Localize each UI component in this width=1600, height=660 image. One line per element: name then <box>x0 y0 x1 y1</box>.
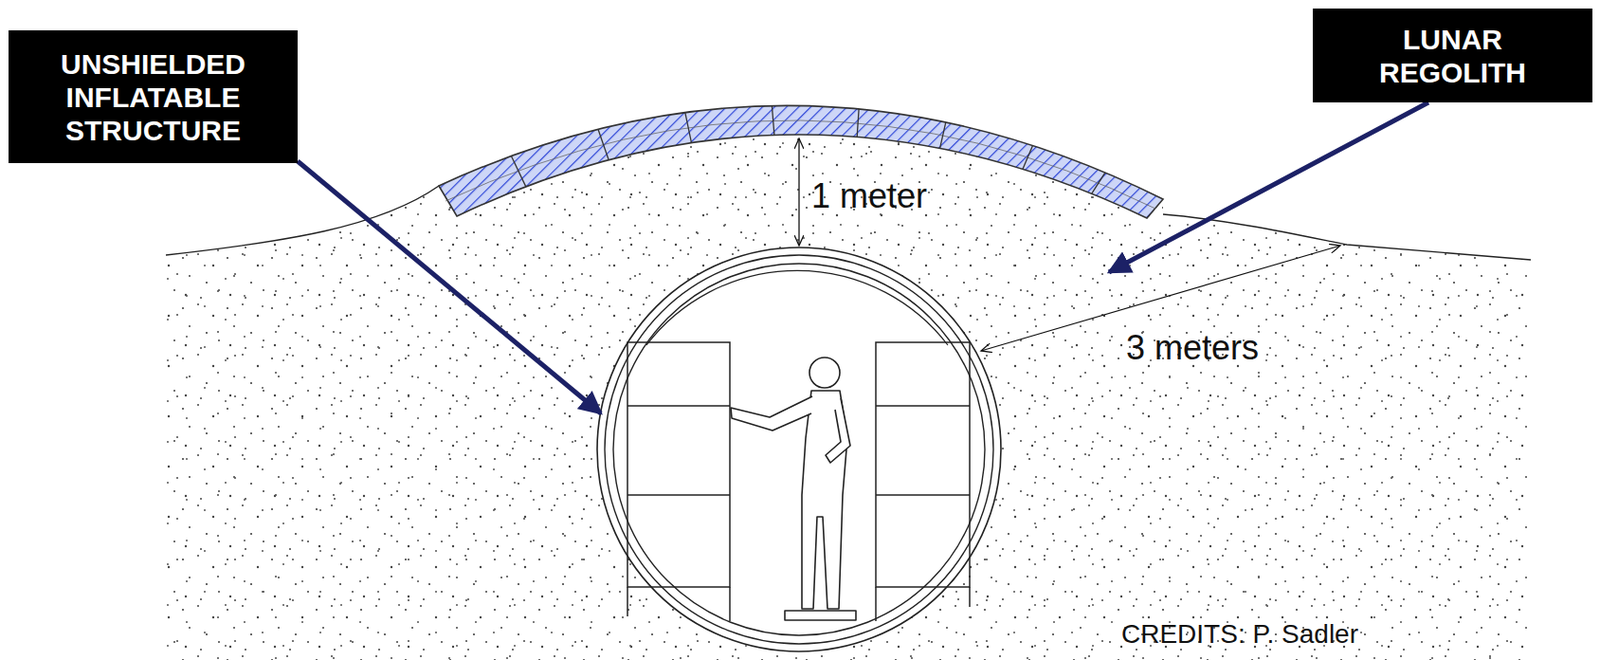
habitat-inner <box>613 263 985 636</box>
regolith-ground <box>165 105 1531 660</box>
surface-line <box>1163 214 1531 260</box>
leader-arrow <box>1109 102 1429 273</box>
person-figure <box>730 357 856 620</box>
leader-arrow <box>297 161 601 414</box>
callout-box: LUNAR REGOLITH <box>1312 8 1593 103</box>
callout-box: UNSHIELDED INFLATABLE STRUCTURE <box>8 30 298 164</box>
habitat-liner <box>646 270 948 346</box>
arch-shield <box>438 105 1164 219</box>
callout-text: LUNAR REGOLITH <box>1334 22 1572 90</box>
dimension-line <box>798 138 800 246</box>
regolith-ground <box>165 105 1531 660</box>
credit-note: CREDITS: P. Sadler <box>1121 618 1359 650</box>
dimension-label: 1 meter <box>811 176 928 216</box>
arch-shield-edge <box>445 120 1156 209</box>
shelf-unit <box>627 342 970 621</box>
callout-text: UNSHIELDED INFLATABLE STRUCTURE <box>30 47 277 147</box>
habitat-wall <box>604 254 994 644</box>
dimension-label: 3 meters <box>1126 327 1259 367</box>
habitat-outer <box>597 247 1001 652</box>
shield-joints <box>510 106 1106 195</box>
